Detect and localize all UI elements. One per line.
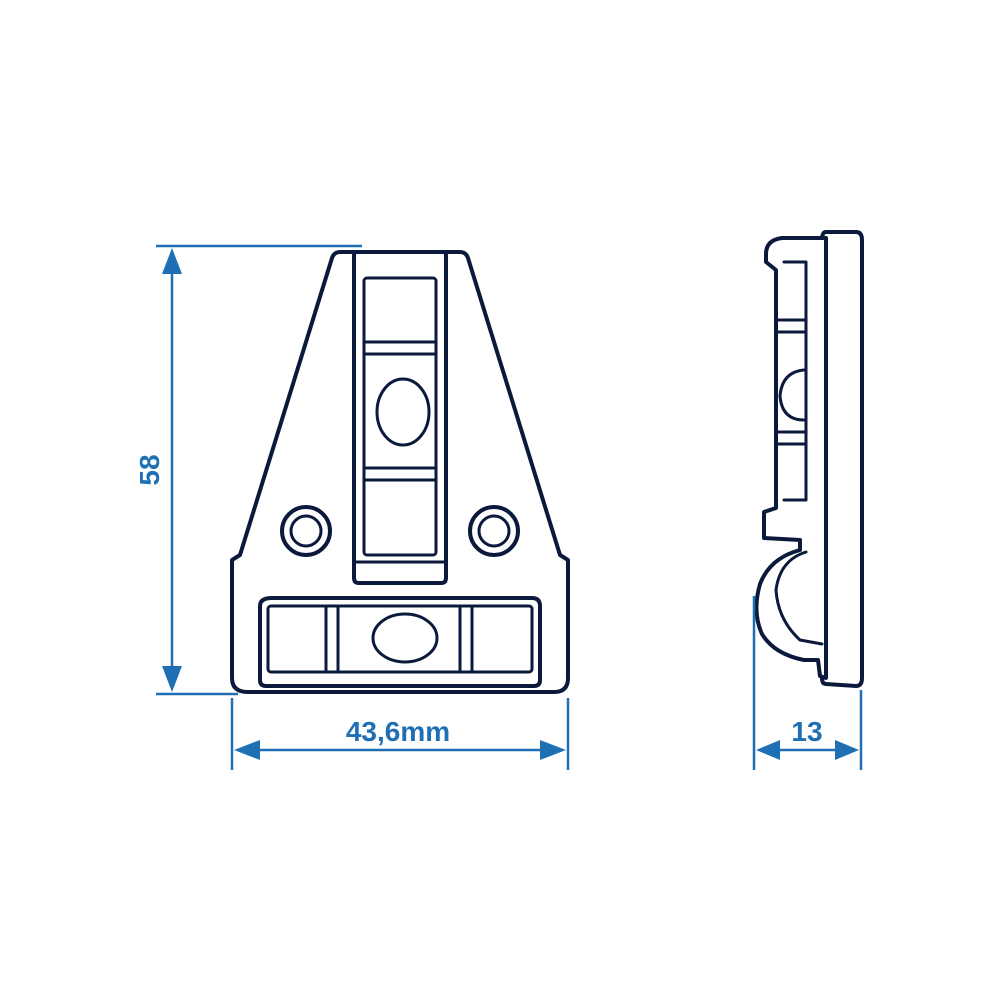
height-arrow-top: [162, 248, 182, 274]
width-label: 43,6mm: [346, 716, 450, 747]
horizontal-vial-frame: [258, 596, 542, 688]
left-screw-hole-inner: [289, 514, 323, 548]
front-view: [230, 250, 570, 694]
height-label: 58: [134, 454, 165, 485]
right-screw-hole-outer: [468, 505, 520, 557]
vertical-vial-bubble: [375, 377, 431, 447]
height-arrow-bottom: [162, 666, 182, 692]
width-dimension: 43,6mm: [230, 698, 570, 770]
vertical-vial-frame: [352, 250, 448, 585]
side-body-profile: [754, 236, 828, 680]
height-dimension: 58: [134, 244, 362, 696]
width-arrow-right: [540, 740, 566, 760]
side-lobe-detail: [774, 550, 824, 646]
left-screw-hole-outer: [280, 505, 332, 557]
side-vial-bubble: [778, 368, 806, 422]
depth-arrow-right: [835, 740, 859, 760]
horizontal-vial-tube: [266, 604, 534, 674]
depth-dimension: 13: [752, 596, 863, 770]
right-screw-hole-inner: [477, 514, 511, 548]
horizontal-vial-bubble: [371, 612, 439, 664]
side-view: [754, 230, 864, 688]
depth-arrow-left: [756, 740, 780, 760]
depth-label: 13: [791, 716, 822, 747]
side-vial: [782, 260, 808, 502]
width-arrow-left: [234, 740, 260, 760]
vertical-vial-tube: [362, 276, 438, 557]
